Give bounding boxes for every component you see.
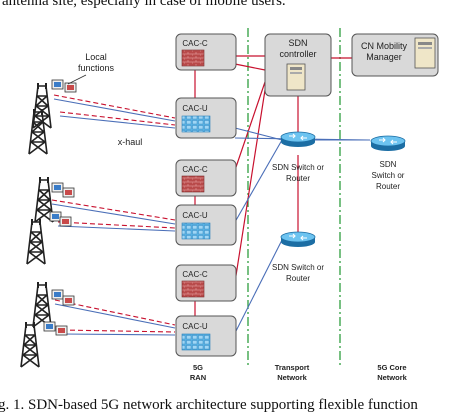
svg-text:Manager: Manager bbox=[366, 52, 402, 62]
cac-u-box: CAC-U bbox=[175, 315, 237, 357]
zone-label-ran-2: RAN bbox=[190, 373, 206, 382]
switch-core-label-3: Router bbox=[376, 182, 400, 191]
xhaul-links bbox=[51, 94, 176, 336]
header-text: antenna site, especially in case of mobi… bbox=[2, 0, 286, 9]
local-functions-label: Local bbox=[85, 52, 107, 62]
cac-c-box: CAC-C bbox=[175, 33, 237, 71]
zone-label-core-2: Network bbox=[377, 373, 407, 382]
sdn-controller-box: SDN controller bbox=[264, 33, 332, 97]
antenna-tower-icon bbox=[32, 281, 75, 328]
xhaul-label: x-haul bbox=[118, 137, 143, 147]
local-functions-label-2: functions bbox=[78, 63, 115, 73]
switch-core-label: SDN bbox=[380, 160, 397, 169]
server-icon bbox=[286, 63, 306, 91]
switch-core-label-2: Switch or bbox=[372, 171, 405, 180]
zone-label-transport: Transport bbox=[275, 363, 310, 372]
cac-u-box: CAC-U bbox=[175, 97, 237, 139]
antenna-tower-icon bbox=[20, 321, 68, 368]
svg-text:CAC-U: CAC-U bbox=[182, 104, 208, 113]
figure-caption: g. 1. SDN-based 5G network architecture … bbox=[0, 397, 418, 413]
sdn-switch-icon bbox=[370, 135, 406, 152]
svg-text:CAC-C: CAC-C bbox=[182, 165, 208, 174]
zone-label-ran: 5G bbox=[193, 363, 203, 372]
sdn-switch-icon bbox=[280, 231, 316, 248]
sdn-switch-icon bbox=[280, 131, 316, 148]
switch-transport-top-label: SDN Switch or bbox=[272, 163, 324, 172]
zone-label-transport-2: Network bbox=[277, 373, 307, 382]
cac-c-box: CAC-C bbox=[175, 159, 237, 197]
switch-transport-top-label-2: Router bbox=[286, 174, 310, 183]
data-links bbox=[234, 127, 371, 334]
svg-text:CAC-U: CAC-U bbox=[182, 211, 208, 220]
zone-label-core: 5G Core bbox=[377, 363, 406, 372]
svg-text:CAC-C: CAC-C bbox=[182, 39, 208, 48]
svg-text:CAC-U: CAC-U bbox=[182, 322, 208, 331]
cn-mobility-manager-box: CN Mobility Manager bbox=[351, 33, 439, 77]
antenna-tower-icon bbox=[32, 79, 77, 129]
server-icon bbox=[414, 37, 436, 69]
svg-text:CN Mobility: CN Mobility bbox=[361, 41, 408, 51]
switch-transport-bottom-label: SDN Switch or bbox=[272, 263, 324, 272]
svg-text:SDN: SDN bbox=[288, 38, 307, 48]
switch-transport-bottom-label-2: Router bbox=[286, 274, 310, 283]
control-links bbox=[194, 55, 352, 318]
cac-u-box: CAC-U bbox=[175, 204, 237, 246]
svg-text:controller: controller bbox=[279, 49, 316, 59]
svg-text:CAC-C: CAC-C bbox=[182, 270, 208, 279]
cac-c-box: CAC-C bbox=[175, 264, 237, 302]
